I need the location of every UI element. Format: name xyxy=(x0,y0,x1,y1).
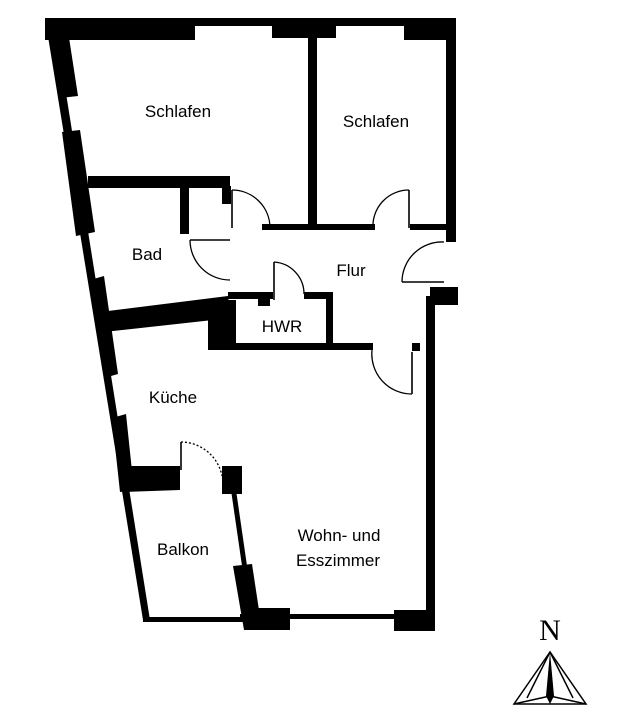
wall-flur-right-stub xyxy=(412,343,420,351)
room-label-wohnen-line-1: Wohn- und xyxy=(298,526,381,545)
wall-bedrooms-bottom-left xyxy=(88,176,230,188)
wall-balkon-right-pier xyxy=(233,564,262,630)
wall-left-pier-2 xyxy=(62,130,95,236)
wall-bottom-pier-2 xyxy=(252,608,290,630)
wall-left-pier-1 xyxy=(45,18,78,98)
wall-bedrooms-bottom-mid xyxy=(262,224,375,230)
wall-bedrooms-bottom-right xyxy=(410,224,450,230)
wall-right-pier xyxy=(430,287,458,305)
room-labels: Schlafen Schlafen Bad Flur HWR Küche Bal… xyxy=(132,102,409,570)
compass-right-stroke xyxy=(549,651,574,699)
room-label-bad: Bad xyxy=(132,245,162,264)
door-entrance-arc xyxy=(401,241,445,283)
wall-balkon-bottom xyxy=(143,617,256,622)
wall-bottom-pier-1 xyxy=(394,610,435,631)
doors xyxy=(180,189,445,477)
wall-top-pier-1 xyxy=(45,18,195,40)
wall-top-pier-3 xyxy=(404,18,456,40)
compass-needle-icon xyxy=(546,652,554,704)
wall-bad-right xyxy=(180,186,189,234)
door-schlafen-1-arc xyxy=(231,189,271,229)
room-label-wohnen-line-2: Esszimmer xyxy=(296,551,380,570)
wall-bedroom-divider xyxy=(308,38,317,228)
wall-right-upper xyxy=(446,18,456,242)
wall-hwr-top-right xyxy=(304,292,332,299)
wall-bottom xyxy=(240,614,435,619)
wall-bad-bottom xyxy=(100,296,231,332)
wall-right-lower xyxy=(426,296,435,630)
wall-bad-right-2 xyxy=(222,186,231,204)
interior-walls xyxy=(88,38,450,492)
room-label-flur: Flur xyxy=(336,261,366,280)
door-hwr-arc xyxy=(273,261,305,295)
door-bad-arc xyxy=(189,239,231,281)
wall-hwr-bottom xyxy=(208,343,373,350)
room-label-kueche: Küche xyxy=(149,388,197,407)
compass-base-right xyxy=(549,695,587,705)
room-label-schlafen-2: Schlafen xyxy=(343,112,409,131)
wall-hwr-right xyxy=(326,292,333,348)
compass-base-left xyxy=(513,695,551,705)
room-label-hwr: HWR xyxy=(262,317,303,336)
door-kueche-arc xyxy=(371,349,413,395)
room-label-schlafen-1: Schlafen xyxy=(145,102,211,121)
wall-top-pier-2 xyxy=(272,18,336,38)
door-schlafen-2-arc xyxy=(372,189,410,229)
north-arrow: N xyxy=(512,614,588,705)
door-balkon-arc xyxy=(180,441,223,477)
compass-left-stroke xyxy=(526,651,551,699)
wall-hwr-left xyxy=(208,300,236,350)
wall-hwr-top-left xyxy=(228,292,273,299)
room-label-balkon: Balkon xyxy=(157,540,209,559)
wall-balkon-pier-top xyxy=(222,466,242,494)
wall-kueche-balkon xyxy=(118,466,180,492)
north-label: N xyxy=(539,614,561,647)
wall-hwr-pier xyxy=(258,296,270,306)
